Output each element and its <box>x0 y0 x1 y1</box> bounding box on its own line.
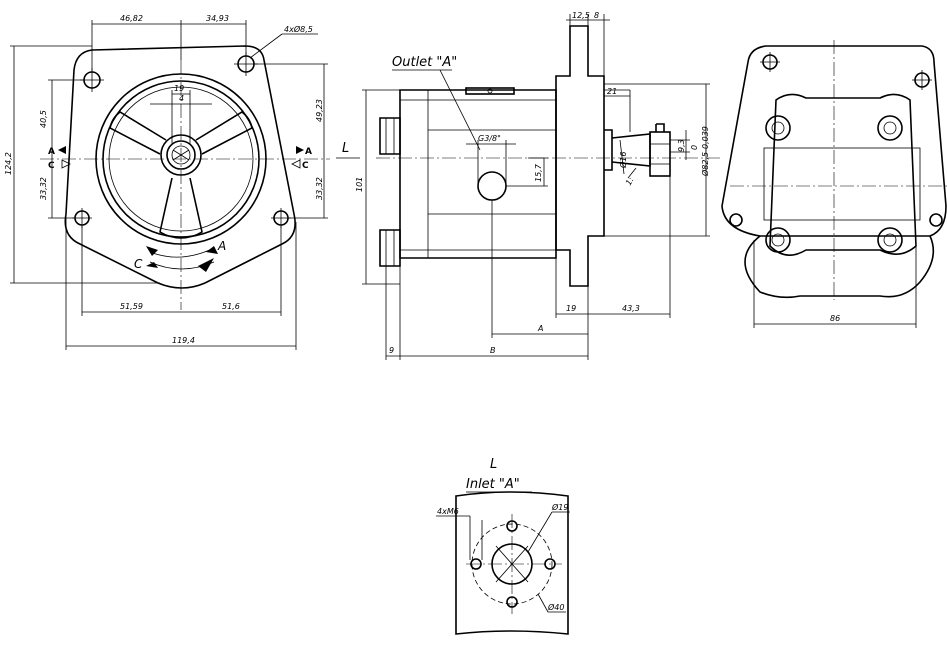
dim-40-inlet: Ø40 <box>547 602 564 612</box>
dim-total-height: 124,2 <box>4 152 13 175</box>
view-l-inlet: L <box>490 457 497 472</box>
dim-shaft-dia: Ø16 <box>618 152 628 169</box>
rotation-c: C <box>134 257 143 271</box>
dim-m6: 4xM6 <box>437 507 459 516</box>
dim-19: 19 <box>566 304 576 313</box>
section-a-left: A <box>48 147 55 157</box>
taper-label: 1: <box>624 175 636 187</box>
dim-a: A <box>537 324 543 333</box>
dim-lower-right: 33,32 <box>315 177 324 200</box>
rotation-a: A <box>217 239 226 253</box>
dim-bottom-right: 51,6 <box>222 302 240 311</box>
inlet-label: Inlet "A" <box>466 477 520 492</box>
back-view: 86 <box>721 40 947 328</box>
section-a-right: A <box>305 147 312 157</box>
dim-total-width: 119,4 <box>172 336 195 345</box>
dim-holes: 4xØ8,5 <box>284 24 313 34</box>
thread-label: G3/8" <box>478 134 501 143</box>
view-l-side: L <box>342 141 349 156</box>
section-c-right: C <box>302 161 309 171</box>
dim-9: 9 <box>389 346 394 355</box>
dim-height: 101 <box>355 177 364 192</box>
dim-top-right: 34,93 <box>206 14 229 23</box>
dim-key: 4 <box>179 94 184 103</box>
dim-key-height: 9,3 <box>677 139 686 152</box>
inlet-view: L Inlet "A" 4xM6 Ø19 Ø40 <box>436 457 570 635</box>
dim-pilot-tol: 0 <box>690 145 699 150</box>
side-view: L 12,5 8 G3/8" Outlet "A" <box>336 11 720 360</box>
dim-bottom-left: 51,59 <box>120 302 143 311</box>
outlet-label: Outlet "A" <box>392 55 457 70</box>
dim-port-height: 15,7 <box>534 163 543 182</box>
dim-back-width: 86 <box>830 314 840 323</box>
dim-flange: 12,5 <box>572 11 590 20</box>
dim-upper-right: 49,23 <box>315 99 324 122</box>
dim-lower-left: 33,32 <box>39 177 48 200</box>
dim-43: 43,3 <box>622 304 640 313</box>
dim-upper-left: 40,5 <box>39 110 48 128</box>
section-c-left: C <box>48 161 55 171</box>
dim-b: B <box>490 346 496 355</box>
dim-pilot: Ø82,5-0,039 <box>700 126 710 177</box>
dim-shaft-len: 21 <box>607 87 617 96</box>
dim-top-left: 46,82 <box>120 14 143 23</box>
dim-19-inlet: Ø19 <box>551 502 568 512</box>
dim-shaft-width: 19 <box>174 84 184 93</box>
front-view: 46,82 34,93 4xØ8,5 124,2 40,5 33,32 49,2… <box>4 14 330 350</box>
dim-flange2: 8 <box>594 11 599 20</box>
